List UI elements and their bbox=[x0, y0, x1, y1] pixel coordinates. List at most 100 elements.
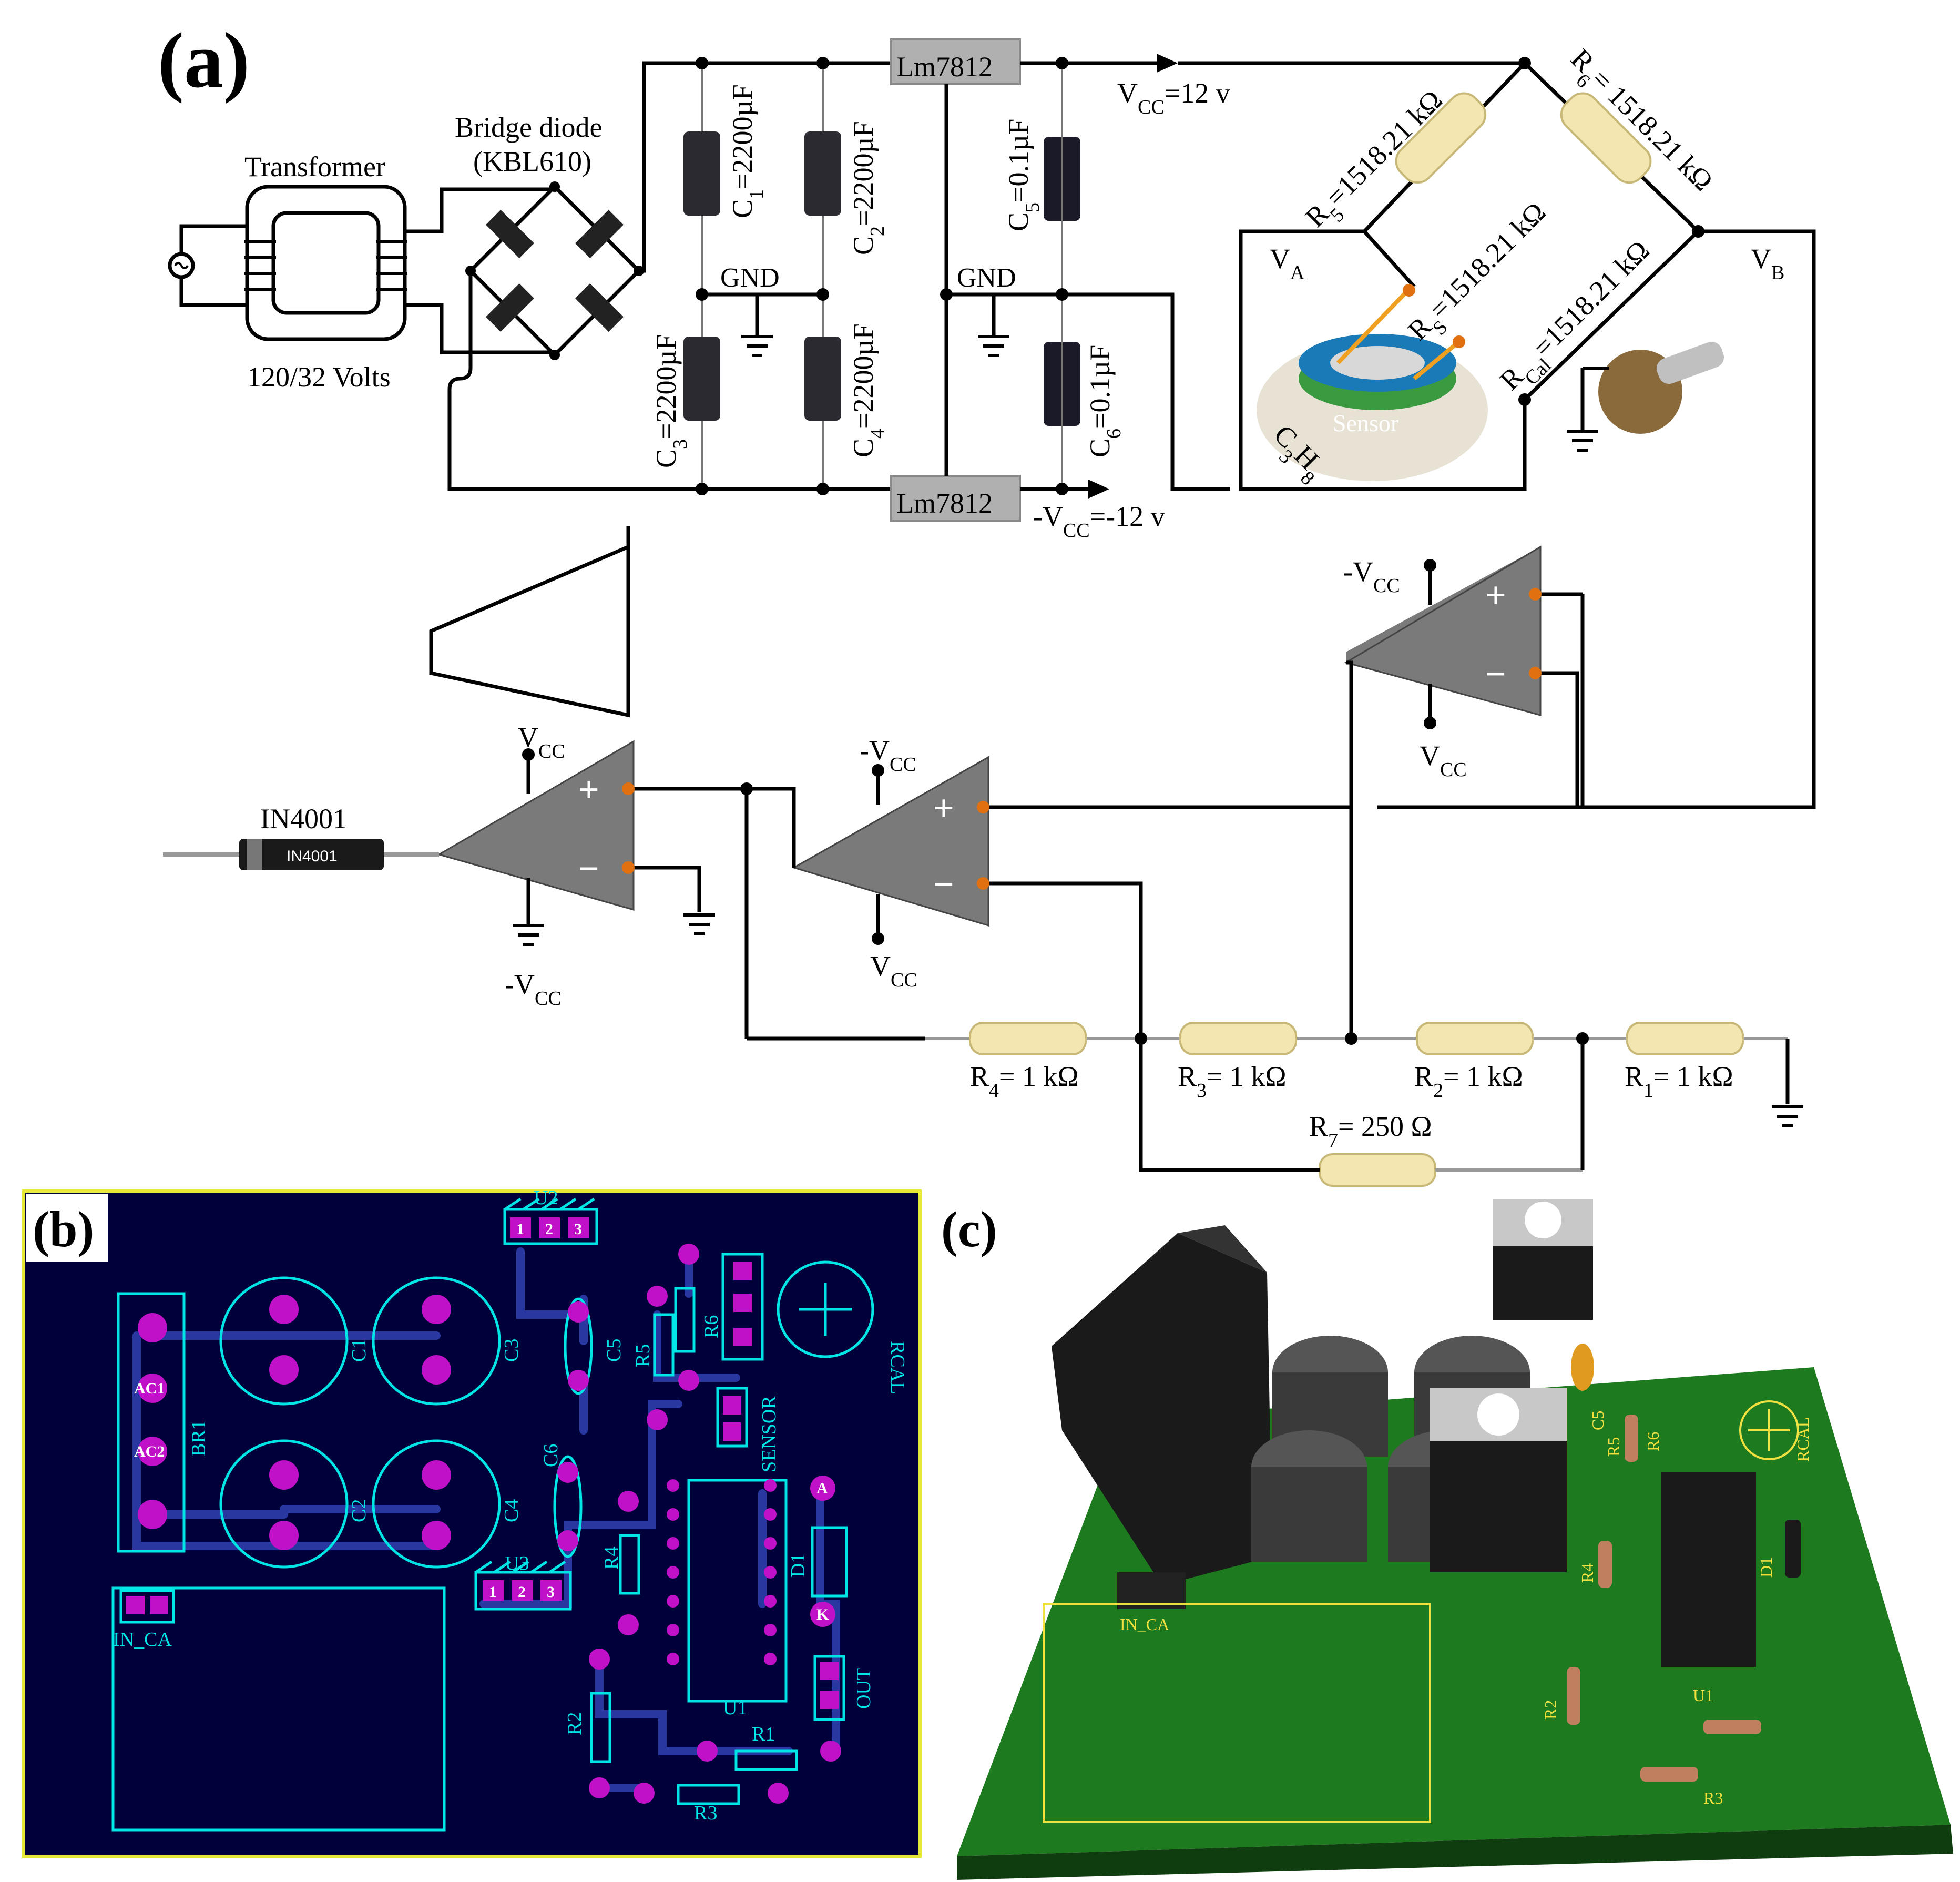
svg-text:+: + bbox=[578, 770, 599, 810]
svg-text:R2: R2 bbox=[1541, 1700, 1560, 1720]
svg-text:C3=2200µF: C3=2200µF bbox=[650, 334, 691, 468]
svg-text:1: 1 bbox=[516, 1220, 524, 1238]
svg-text:C1: C1 bbox=[348, 1339, 370, 1362]
svg-text:A: A bbox=[816, 1480, 828, 1497]
diode-icon bbox=[239, 839, 384, 870]
svg-text:3: 3 bbox=[574, 1220, 582, 1238]
svg-text:R3: R3 bbox=[1703, 1788, 1723, 1807]
svg-text:C5: C5 bbox=[603, 1339, 625, 1362]
svg-text:R4: R4 bbox=[600, 1547, 622, 1570]
svg-text:3: 3 bbox=[547, 1583, 555, 1601]
regulator-top-icon bbox=[890, 38, 1021, 85]
opamp-diff-icon bbox=[1344, 545, 1542, 716]
gnd-label-2: GND bbox=[957, 263, 1016, 293]
potentiometer-icon bbox=[1567, 341, 1724, 452]
svg-text:−: − bbox=[1485, 654, 1506, 695]
svg-text:C2=2200µF: C2=2200µF bbox=[848, 121, 889, 255]
transformer-icon bbox=[245, 185, 407, 341]
svg-text:C1=2200µF: C1=2200µF bbox=[727, 84, 768, 218]
svg-text:R7= 250 Ω: R7= 250 Ω bbox=[1309, 1111, 1432, 1152]
diode-label: IN4001 bbox=[260, 803, 347, 835]
svg-text:C5=0.1µF: C5=0.1µF bbox=[1003, 119, 1044, 231]
svg-text:SENSOR: SENSOR bbox=[758, 1396, 780, 1472]
svg-text:-VCC: -VCC bbox=[860, 735, 916, 776]
svg-text:R5: R5 bbox=[632, 1344, 654, 1367]
cap-labels: C1=2200µF C2=2200µF C3=2200µF C4=2200µF … bbox=[650, 84, 1125, 468]
node-vb-label: VB bbox=[1751, 243, 1784, 284]
svg-text:−: − bbox=[578, 849, 599, 889]
svg-text:U3: U3 bbox=[505, 1552, 529, 1574]
ladder-labels: R4= 1 kΩ R3= 1 kΩ R2= 1 kΩ R1= 1 kΩ R7= … bbox=[970, 1061, 1733, 1152]
panel-c-label: (c) bbox=[941, 1201, 997, 1257]
transformer-label: Transformer bbox=[244, 151, 385, 182]
ground-icon bbox=[741, 335, 1009, 357]
svg-text:R6: R6 bbox=[1643, 1432, 1662, 1451]
regulator-bottom-icon bbox=[890, 475, 1021, 522]
rs-label: RS=1518.21 kΩ bbox=[1402, 196, 1558, 353]
vcc-negative-label: -VCC=-12 v bbox=[1033, 501, 1165, 542]
svg-text:R4: R4 bbox=[1578, 1563, 1597, 1583]
svg-text:RCAL: RCAL bbox=[886, 1341, 908, 1394]
svg-text:VCC: VCC bbox=[870, 950, 917, 991]
transformer-rating: 120/32 Volts bbox=[247, 361, 391, 393]
svg-text:VCC: VCC bbox=[1420, 740, 1467, 781]
regulator-top-label: Lm7812 bbox=[896, 51, 993, 83]
svg-text:AC1: AC1 bbox=[134, 1380, 165, 1397]
svg-text:C3: C3 bbox=[501, 1339, 523, 1362]
vcc-positive-label: VCC=12 v bbox=[1117, 77, 1230, 118]
pcb-3d-refs: IN_CA U1 R3 R2 R4 R5 R6 D1 C5 RCAL bbox=[1120, 1411, 1812, 1807]
svg-text:R4= 1 kΩ: R4= 1 kΩ bbox=[970, 1061, 1079, 1102]
panel-c-pcb-3d bbox=[957, 1199, 1953, 1880]
svg-text:1: 1 bbox=[489, 1583, 497, 1601]
svg-text:R1= 1 kΩ: R1= 1 kΩ bbox=[1625, 1061, 1733, 1102]
panel-a-schematic bbox=[163, 38, 1816, 1187]
svg-text:R5: R5 bbox=[1604, 1437, 1623, 1457]
svg-text:RCAL: RCAL bbox=[1793, 1417, 1812, 1462]
svg-text:-VCC: -VCC bbox=[1343, 556, 1400, 597]
bridge-label-2: (KBL610) bbox=[473, 146, 591, 177]
svg-text:+: + bbox=[933, 788, 954, 829]
svg-text:2: 2 bbox=[518, 1583, 526, 1601]
gnd-label-1: GND bbox=[720, 263, 780, 293]
svg-text:OUT: OUT bbox=[853, 1668, 875, 1709]
pcb-pad-labels: AC1 AC2 A K 1 2 3 1 2 3 bbox=[134, 1220, 829, 1623]
pcb-layout-refs: U2 U3 IN_CA U1 BR1 C1 C2 C3 C4 C5 C6 R5 … bbox=[113, 1187, 908, 1824]
pcb3d-regulator-icon bbox=[1430, 1199, 1593, 1572]
svg-text:C4=2200µF: C4=2200µF bbox=[848, 323, 889, 457]
svg-text:R1: R1 bbox=[752, 1723, 775, 1745]
svg-text:C2: C2 bbox=[348, 1499, 370, 1522]
svg-text:C4: C4 bbox=[501, 1499, 523, 1522]
svg-text:U2: U2 bbox=[534, 1187, 558, 1209]
svg-text:−: − bbox=[933, 864, 954, 905]
regulator-bottom-label: Lm7812 bbox=[896, 487, 993, 519]
svg-text:VCC: VCC bbox=[518, 721, 565, 762]
svg-text:R3= 1 kΩ: R3= 1 kΩ bbox=[1178, 1061, 1287, 1102]
svg-text:C6=0.1µF: C6=0.1µF bbox=[1084, 345, 1125, 457]
panel-b-label: (b) bbox=[33, 1201, 94, 1257]
svg-text:C5: C5 bbox=[1588, 1411, 1607, 1430]
sensor-label: Sensor bbox=[1333, 410, 1398, 436]
svg-text:BR1: BR1 bbox=[188, 1420, 210, 1457]
bridge-label-1: Bridge diode bbox=[455, 111, 602, 143]
pcb3d-ic-icon bbox=[1661, 1472, 1756, 1667]
svg-text:+: + bbox=[1485, 575, 1506, 616]
panel-b-pcb-layout bbox=[22, 1189, 922, 1858]
opamp-supply-labels: -VCC VCC -VCC VCC VCC -VCC bbox=[505, 556, 1467, 1010]
ladder-resistor-icon bbox=[969, 1022, 1744, 1187]
bridge-resistor-icon bbox=[1395, 92, 1652, 184]
svg-text:U1: U1 bbox=[723, 1697, 747, 1719]
panel-a-label: (a) bbox=[158, 17, 250, 104]
svg-text:R2: R2 bbox=[564, 1712, 586, 1735]
opamp-1-icon bbox=[429, 526, 1540, 718]
svg-text:D1: D1 bbox=[1757, 1557, 1775, 1578]
svg-text:K: K bbox=[816, 1606, 829, 1623]
svg-text:D1: D1 bbox=[787, 1553, 809, 1578]
svg-text:AC2: AC2 bbox=[134, 1443, 165, 1460]
svg-text:IN_CA: IN_CA bbox=[113, 1629, 172, 1651]
svg-text:R6: R6 bbox=[700, 1315, 722, 1338]
opamp-left-icon bbox=[437, 740, 635, 911]
svg-text:-VCC: -VCC bbox=[505, 969, 562, 1010]
svg-text:R3: R3 bbox=[694, 1802, 717, 1824]
diode-body-label: IN4001 bbox=[287, 848, 338, 865]
